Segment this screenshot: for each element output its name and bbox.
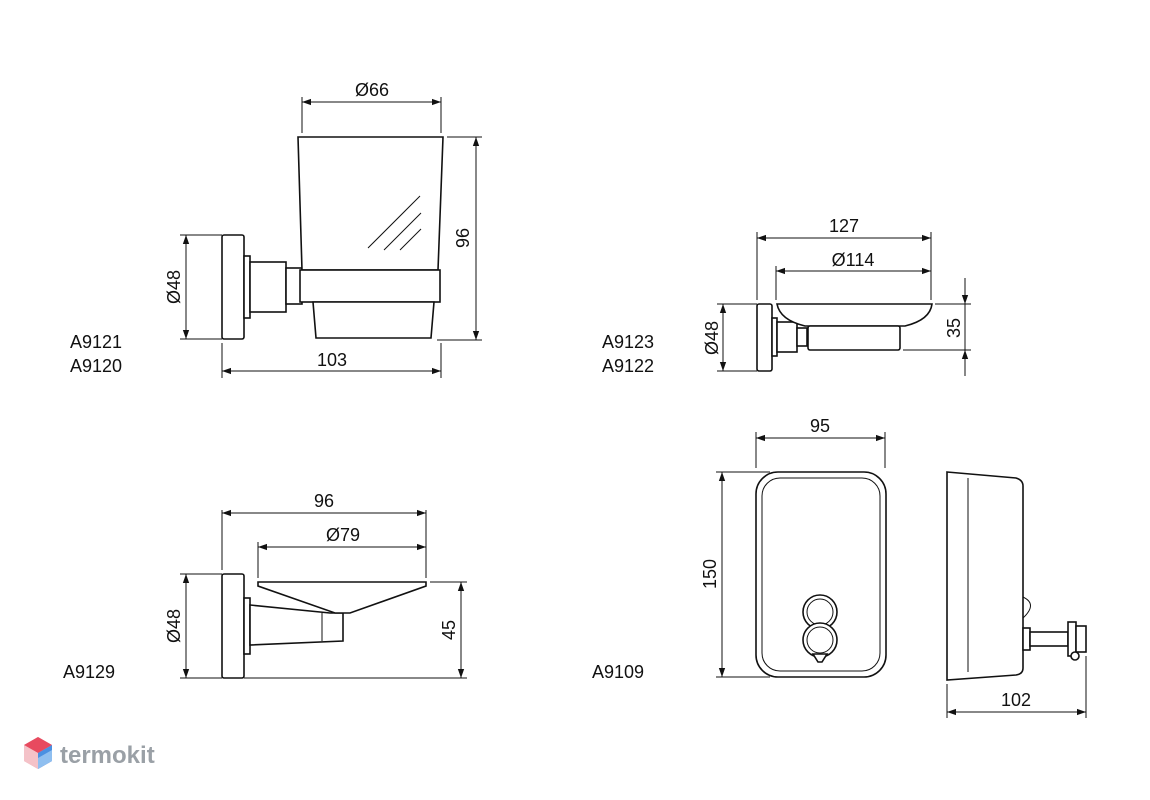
tumbler-holder-drawing: Ø66 96 Ø48 103 xyxy=(164,80,482,378)
dim-mount-diameter: Ø48 xyxy=(164,609,184,643)
dim-width: 96 xyxy=(314,491,334,511)
logo-text: termokit xyxy=(60,742,155,769)
hexagon-cube-icon xyxy=(24,737,52,769)
product-code: A9121 xyxy=(70,332,122,352)
product-code: A9120 xyxy=(70,356,122,376)
product-code: A9109 xyxy=(592,662,644,682)
soap-dispenser-drawing: 95 150 102 xyxy=(700,416,1087,718)
soap-holder-drawing: 96 Ø79 Ø48 45 xyxy=(164,491,467,679)
dim-height: 150 xyxy=(700,559,720,589)
dim-mount-diameter: Ø48 xyxy=(164,270,184,304)
soap-dish-drawing: 127 Ø114 Ø48 35 xyxy=(702,216,971,376)
dim-inner-diameter: Ø79 xyxy=(326,525,360,545)
dim-inner-diameter: Ø114 xyxy=(832,250,875,270)
product-code: A9122 xyxy=(602,356,654,376)
product-code: A9123 xyxy=(602,332,654,352)
dim-width: 127 xyxy=(829,216,859,236)
dim-depth: 103 xyxy=(317,350,347,370)
dim-height: 96 xyxy=(453,228,473,248)
dim-height: 45 xyxy=(439,620,459,640)
dim-depth: 102 xyxy=(1001,690,1031,710)
dim-width: 95 xyxy=(810,416,830,436)
product-code: A9129 xyxy=(63,662,115,682)
dim-height: 35 xyxy=(944,318,964,338)
dim-mount-diameter: Ø48 xyxy=(702,321,722,355)
termokit-logo: termokit xyxy=(24,737,155,769)
dim-top-diameter: Ø66 xyxy=(355,80,389,100)
